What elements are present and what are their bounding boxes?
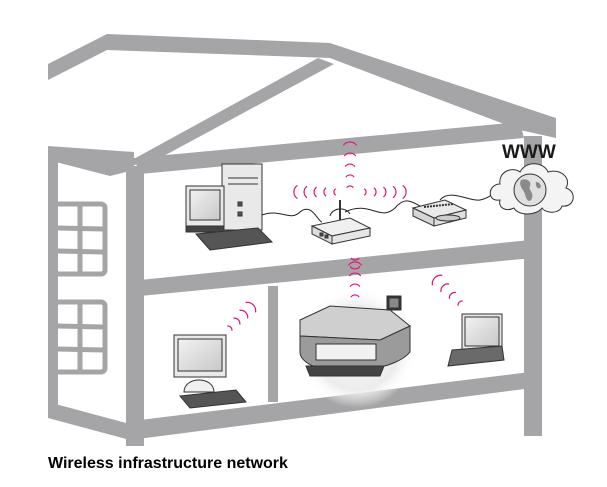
signal-arc — [457, 300, 463, 306]
middle-floor — [140, 240, 532, 296]
signal-ap-left — [293, 184, 337, 200]
signal-arc — [402, 184, 407, 200]
signal-arc — [233, 317, 241, 325]
signal-ap-right — [363, 184, 407, 200]
signal-arc — [346, 185, 354, 189]
signal-arc — [344, 163, 356, 168]
signal-arc — [363, 188, 367, 196]
signal-arc — [349, 265, 361, 270]
signal-arc — [293, 184, 298, 200]
signal-arc — [333, 188, 337, 196]
internet-cloud: WWW — [489, 142, 574, 215]
window-lower — [52, 299, 108, 375]
signal-arc — [392, 185, 397, 199]
signal-arc — [347, 261, 363, 266]
signal-ap-down — [349, 257, 361, 270]
cable-modem-to-cloud — [439, 194, 499, 201]
access-point — [310, 200, 372, 245]
signal-arc — [349, 283, 361, 288]
modem — [411, 199, 468, 227]
wireless-desktop — [173, 334, 247, 409]
signal-arc — [348, 272, 362, 277]
attic-floor — [134, 122, 524, 174]
signal-arc — [350, 294, 360, 298]
internet-label: WWW — [502, 142, 556, 163]
roof-inner — [110, 58, 334, 172]
laptop — [447, 313, 505, 367]
signal-wireless-desktop — [227, 301, 257, 331]
signal-arc — [373, 187, 377, 197]
signal-arc — [448, 291, 457, 300]
laptop-base — [447, 345, 505, 367]
pc-keyboard — [194, 227, 274, 251]
desktop-pc — [185, 163, 274, 251]
roof-outer — [48, 34, 556, 138]
left-wall — [126, 166, 144, 446]
signal-arc — [323, 187, 327, 197]
signal-arc — [342, 141, 358, 146]
signal-arc — [350, 257, 360, 261]
window-upper — [52, 201, 108, 277]
signal-arc — [227, 325, 233, 331]
cable-pc-to-ap — [261, 208, 323, 223]
signal-arc — [382, 186, 387, 198]
signal-arc — [303, 185, 308, 199]
wd-keyboard — [179, 389, 247, 409]
signal-arc — [245, 301, 257, 313]
cable-ap-link — [329, 208, 351, 217]
diagram-caption: Wireless infrastructure network — [48, 455, 288, 472]
pc-tower — [221, 163, 263, 231]
globe-continents — [520, 179, 541, 201]
signal-arc — [313, 186, 318, 198]
cable-ap-to-modem — [344, 200, 421, 214]
wireless-signals — [227, 141, 463, 331]
house — [48, 34, 556, 446]
signal-arc — [345, 174, 355, 178]
bottom-floor — [48, 372, 532, 440]
left-wing-top — [48, 146, 134, 176]
wd-stand — [183, 379, 215, 393]
signal-laptop — [431, 274, 463, 306]
printer — [297, 288, 417, 408]
signal-ap-up — [342, 141, 358, 189]
room-divider — [268, 286, 278, 402]
signal-printer — [347, 261, 363, 298]
signal-arc — [343, 152, 357, 157]
signal-arc — [431, 274, 443, 286]
signal-arc — [440, 283, 450, 293]
signal-arc — [239, 309, 249, 319]
